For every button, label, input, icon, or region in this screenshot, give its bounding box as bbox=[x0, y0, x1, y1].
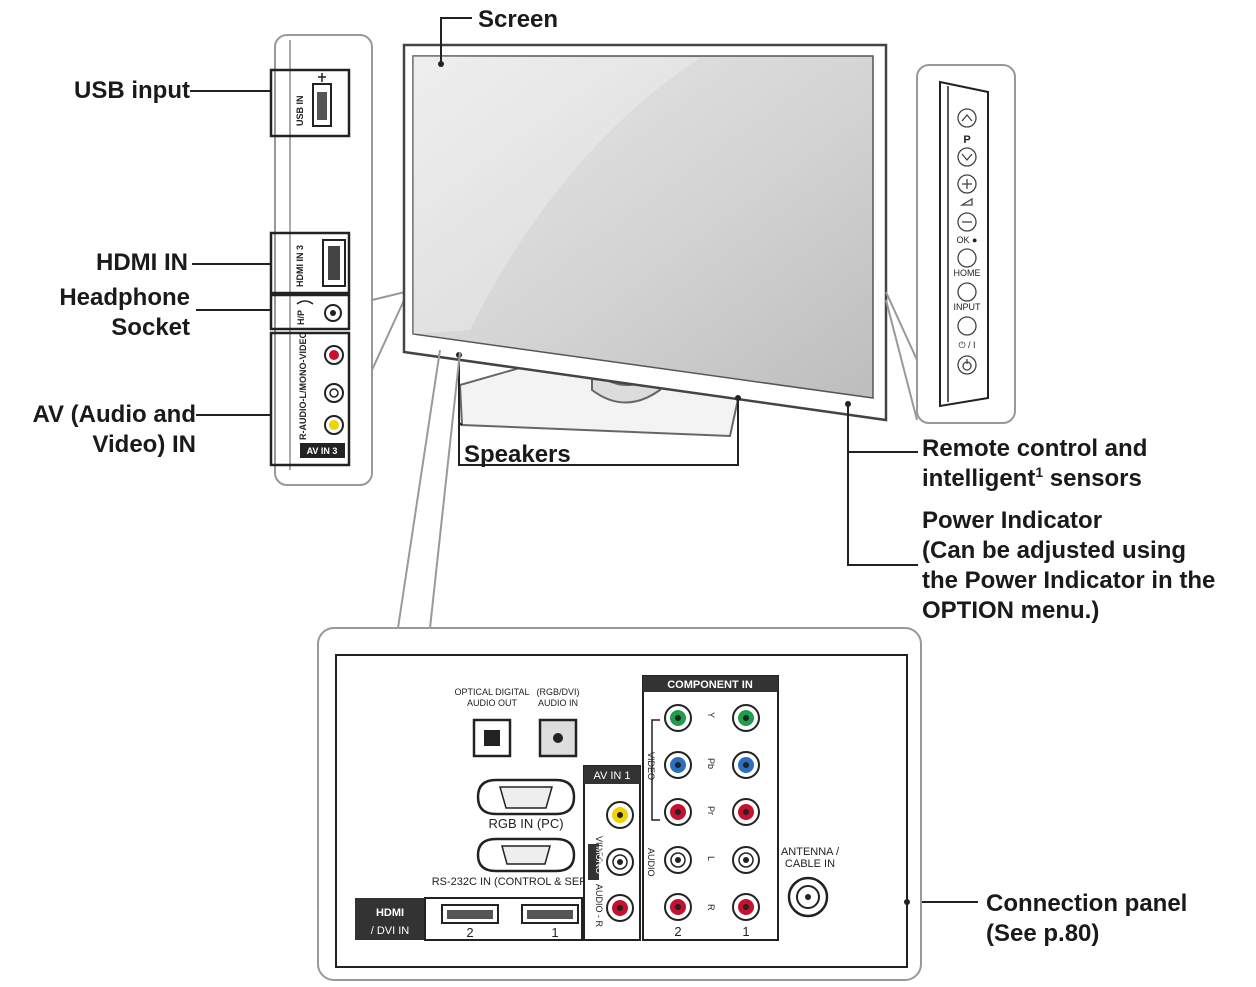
component-col2-label: 2 bbox=[674, 924, 681, 939]
program-label: P bbox=[963, 134, 970, 146]
usb-input-callout: USB input bbox=[74, 77, 190, 104]
ok-label: OK ● bbox=[957, 235, 978, 245]
power-callout-line1: Power Indicator bbox=[922, 507, 1102, 534]
av-in1-mono-label: MONO bbox=[594, 846, 604, 874]
usb-port-slot bbox=[317, 92, 327, 120]
control-panel: P OK ● HOME INPUT ⏻ / I bbox=[885, 64, 1016, 424]
av-in1-header bbox=[584, 766, 640, 784]
remote-callout-superscript: 1 bbox=[1035, 464, 1043, 480]
component-video-label: VIDEO bbox=[646, 752, 656, 780]
av-callout-line1: AV (Audio and bbox=[32, 401, 196, 428]
connection-panel-dot bbox=[904, 899, 910, 905]
usb-port-box bbox=[269, 68, 351, 138]
screen-leader bbox=[440, 17, 472, 64]
av-in1-label: AV IN 1 bbox=[593, 770, 630, 782]
side-panel: USB IN HDMI IN 3 H/P R-AUDIO-L/MONO-VIDE… bbox=[269, 34, 406, 486]
av-in3-jack-labels: R-AUDIO-L/MONO-VIDEO bbox=[298, 332, 308, 441]
pr-label: Pr bbox=[706, 806, 716, 815]
headphone-icon bbox=[296, 300, 314, 305]
av-in1-audio-label: AUDIO - R bbox=[594, 884, 604, 928]
hdmi3-port-slot bbox=[328, 246, 340, 280]
power-callout-line2: (Can be adjusted using bbox=[922, 537, 1186, 564]
power-callout-line4: OPTION menu.) bbox=[922, 597, 1099, 624]
home-button[interactable] bbox=[957, 282, 977, 302]
y-label: Y bbox=[706, 712, 716, 718]
hdmi3-port-label: HDMI IN 3 bbox=[295, 245, 305, 287]
usb-port-label: USB IN bbox=[295, 95, 305, 126]
hdmi-logo: HDMI bbox=[376, 907, 404, 919]
hdmi-port-2-label: 2 bbox=[466, 925, 473, 940]
volume-icon bbox=[959, 197, 973, 206]
connection-callout-line1: Connection panel bbox=[986, 890, 1187, 917]
hdmi-port-1-label: 1 bbox=[551, 925, 558, 940]
rgb-audio-label-line1: (RGB/DVI) bbox=[536, 687, 579, 697]
screen-callout: Screen bbox=[478, 6, 558, 33]
headphone-port-label: H/P bbox=[296, 310, 306, 325]
power-callout-line3: the Power Indicator in the bbox=[922, 567, 1215, 594]
headphone-port-box bbox=[269, 293, 351, 331]
headphone-callout-line2: Socket bbox=[111, 314, 190, 341]
pb-label: Pb bbox=[706, 758, 716, 769]
connection-callout-line2: (See p.80) bbox=[986, 920, 1099, 947]
usb-icon bbox=[318, 73, 326, 82]
antenna-label-line1: ANTENNA / bbox=[781, 846, 840, 858]
plus-icon[interactable] bbox=[957, 174, 977, 194]
input-button[interactable] bbox=[957, 316, 977, 336]
down-chevron-icon[interactable] bbox=[957, 147, 977, 167]
hdmi-badge bbox=[355, 898, 425, 940]
optical-label-line2: AUDIO OUT bbox=[467, 698, 518, 708]
r-label: R bbox=[706, 904, 716, 911]
rs232-label: RS-232C IN (CONTROL & SERVICE) bbox=[432, 876, 617, 888]
av-in3-box bbox=[269, 331, 351, 467]
rgb-audio-label-line2: AUDIO IN bbox=[538, 698, 578, 708]
optical-label-line1: OPTICAL DIGITAL bbox=[454, 687, 529, 697]
speakers-callout: Speakers bbox=[464, 441, 571, 468]
ok-button[interactable] bbox=[957, 248, 977, 268]
component-header bbox=[643, 676, 778, 692]
hdmi-in-callout: HDMI IN bbox=[96, 249, 188, 276]
av-callout-line2: Video) IN bbox=[92, 431, 196, 458]
tv-screen bbox=[412, 55, 874, 399]
speakers-leader bbox=[458, 398, 739, 466]
remote-callout-line2: intelligent1 sensors bbox=[922, 464, 1142, 492]
av-in3-label-bg bbox=[300, 443, 345, 458]
tv bbox=[402, 43, 888, 438]
antenna-label-line2: CABLE IN bbox=[785, 858, 835, 870]
component-audio-label: AUDIO bbox=[646, 848, 656, 877]
power-label: ⏻ / I bbox=[958, 340, 975, 350]
callout-labels: Screen USB input HDMI IN Headphone Socke… bbox=[32, 6, 1215, 947]
connection-panel: OPTICAL DIGITAL AUDIO OUT (RGB/DVI) AUDI… bbox=[317, 627, 922, 981]
rgb-in-label: RGB IN (PC) bbox=[488, 816, 563, 831]
optical-port bbox=[472, 718, 512, 758]
power-icon[interactable] bbox=[957, 355, 977, 375]
component-col1-label: 1 bbox=[742, 924, 749, 939]
hdmi-sub-label: / DVI IN bbox=[371, 925, 410, 937]
input-label: INPUT bbox=[954, 302, 982, 312]
up-chevron-icon[interactable] bbox=[957, 108, 977, 128]
remote-callout-intelligent: intelligent bbox=[922, 465, 1035, 492]
component-label: COMPONENT IN bbox=[667, 679, 753, 691]
power-leader bbox=[847, 404, 918, 566]
minus-icon[interactable] bbox=[957, 212, 977, 232]
remote-callout-sensors: sensors bbox=[1043, 465, 1142, 492]
av-in3-label: AV IN 3 bbox=[307, 446, 338, 456]
l-label: L bbox=[706, 856, 716, 861]
home-label: HOME bbox=[954, 268, 981, 278]
leader-lines bbox=[190, 17, 978, 903]
headphone-callout-line1: Headphone bbox=[59, 284, 190, 311]
remote-callout-line1: Remote control and bbox=[922, 435, 1147, 462]
